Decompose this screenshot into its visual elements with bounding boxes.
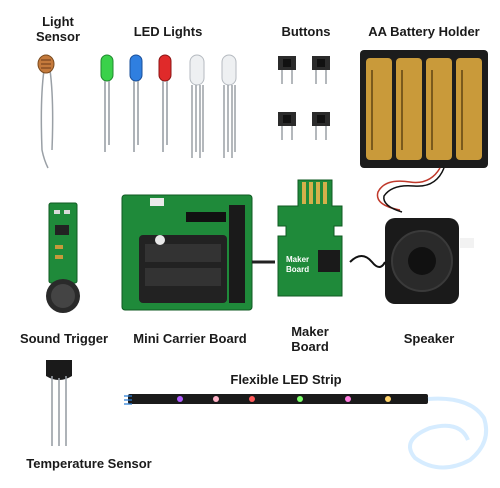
button-image-1 [278,56,296,84]
temperature-sensor-image [46,360,72,446]
maker-board-label-line1: Maker [291,324,329,339]
battery-holder-label: AA Battery Holder [368,24,480,39]
flexible-led-strip-image [124,394,489,470]
button-image-3 [278,112,296,140]
led-blue-image [129,54,143,152]
buttons-label: Buttons [281,24,331,39]
maker-board-label-line2: Board [291,339,329,354]
maker-board-text-line1: Maker [286,255,309,264]
light-sensor-label-line1: Light [42,14,74,29]
maker-board-label: Maker Board [278,324,342,354]
led-rgb-image-1 [189,54,205,158]
temperature-sensor-label: Temperature Sensor [26,456,152,471]
light-sensor-image [37,54,55,169]
maker-board-text-line2: Board [286,265,309,274]
light-sensor-label-line2: Sensor [35,29,81,44]
speaker-label: Speaker [403,331,455,346]
button-image-2 [312,56,330,84]
mini-carrier-image [121,194,275,311]
sound-trigger-label: Sound Trigger [19,331,109,346]
speaker-image [349,218,474,304]
mini-carrier-label: Mini Carrier Board [133,331,247,346]
button-image-4 [312,112,330,140]
led-lights-label: LED Lights [133,24,203,39]
light-sensor-label: Light Sensor [28,14,88,44]
maker-board-image: Maker Board [277,179,343,297]
led-rgb-image-2 [221,54,237,158]
led-green-image [100,54,114,152]
battery-holder-image [360,50,488,213]
led-red-image [158,54,172,152]
sound-trigger-image [46,202,80,313]
flexible-led-label: Flexible LED Strip [230,372,342,387]
